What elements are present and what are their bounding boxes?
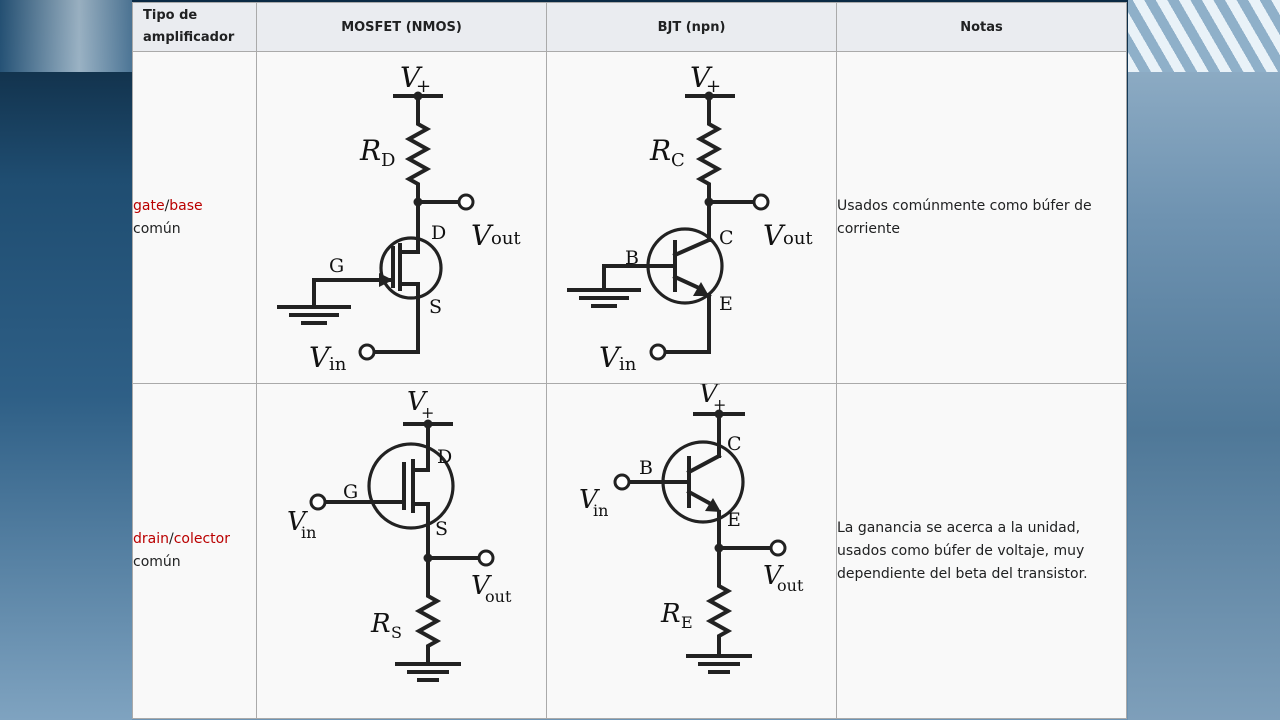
resistor-symbol: [695, 94, 723, 204]
supply-subscript: +: [416, 76, 431, 97]
pin-label-top: D: [437, 446, 452, 468]
pin-label-bottom: S: [429, 296, 442, 318]
type-separator: /: [164, 197, 170, 214]
resistor-symbol: [414, 556, 442, 666]
resistor-label: R: [660, 599, 681, 629]
resistor-symbol: [404, 94, 432, 204]
type-separator: /: [168, 531, 174, 547]
resistor-label: R: [359, 134, 381, 167]
input-subscript: in: [593, 501, 608, 520]
output-label: V: [763, 561, 784, 591]
mosfet-symbol: [379, 236, 443, 300]
supply-subscript: +: [713, 395, 726, 414]
pin-label-side: G: [343, 481, 358, 503]
pin-label-bottom: E: [727, 509, 741, 531]
pin-label-side: B: [639, 457, 653, 479]
common-drain-mosfet-diagram: V + D G S V in V: [256, 383, 547, 719]
supply-subscript: +: [706, 76, 721, 97]
input-subscript: in: [301, 523, 316, 542]
resistor-label: R: [370, 609, 391, 639]
pin-label-top: C: [727, 433, 742, 455]
input-label: V: [287, 507, 308, 537]
header-notes: Notas: [836, 2, 1127, 52]
input-subscript: in: [329, 354, 347, 375]
link-collector[interactable]: colector: [173, 531, 230, 547]
input-terminal: [358, 343, 376, 361]
type-common-text: común: [133, 554, 181, 570]
type-common-text: común: [133, 220, 181, 237]
pin-label-bottom: S: [435, 518, 448, 540]
input-subscript: in: [619, 354, 637, 375]
output-label: V: [471, 571, 492, 601]
table-row-common-drain-collector: drain/colector común V + D G: [132, 383, 1127, 719]
header-mosfet: MOSFET (NMOS): [256, 2, 547, 52]
output-subscript: out: [491, 228, 521, 249]
resistor-label: R: [649, 134, 671, 167]
common-base-bjt-diagram: V + R C V out: [546, 51, 837, 384]
header-amplifier-type: Tipo de amplificador: [132, 2, 257, 52]
output-label: V: [471, 219, 494, 252]
link-drain[interactable]: drain: [133, 531, 169, 547]
pin-label-top: C: [719, 227, 734, 249]
output-label: V: [763, 219, 786, 252]
common-gate-mosfet-diagram: V + R D V out: [256, 51, 547, 384]
output-terminal: [769, 539, 787, 557]
amplifier-type-cell: gate/base común: [132, 51, 257, 384]
input-terminal: [649, 343, 667, 361]
output-terminal: [752, 193, 770, 211]
table-row-common-gate-base: gate/base común V + R D V out: [132, 51, 1127, 384]
resistor-subscript: S: [391, 623, 402, 642]
input-terminal: [613, 473, 631, 491]
resistor-subscript: C: [671, 150, 685, 171]
resistor-subscript: D: [381, 150, 395, 171]
amplifier-type-cell: drain/colector común: [132, 383, 257, 719]
supply-label: V: [699, 384, 720, 409]
pin-label-side: B: [625, 247, 639, 269]
resistor-subscript: E: [681, 613, 693, 632]
pin-label-top: D: [431, 222, 446, 244]
amplifier-comparison-table: Tipo de amplificador MOSFET (NMOS) BJT (…: [132, 2, 1127, 719]
supply-label: V: [690, 61, 713, 94]
supply-subscript: +: [421, 403, 434, 422]
link-gate[interactable]: gate: [133, 197, 165, 214]
pin-label-side: G: [329, 255, 344, 277]
link-base[interactable]: base: [169, 197, 203, 214]
mosfet-symbol: [367, 442, 455, 530]
supply-label: V: [400, 61, 423, 94]
output-subscript: out: [777, 576, 804, 595]
output-terminal: [457, 193, 475, 211]
output-subscript: out: [485, 587, 512, 606]
background-left-panel: [0, 0, 132, 720]
input-label: V: [599, 341, 622, 374]
background-right-panel: [1128, 0, 1280, 720]
input-label: V: [309, 341, 332, 374]
output-subscript: out: [783, 228, 813, 249]
common-collector-bjt-diagram: V + C B E V in V: [546, 383, 837, 719]
notes-cell: La ganancia se acerca a la unidad, usado…: [836, 383, 1127, 719]
input-terminal: [309, 493, 327, 511]
header-row: Tipo de amplificador MOSFET (NMOS) BJT (…: [132, 2, 1127, 52]
input-label: V: [579, 485, 600, 515]
header-bjt: BJT (npn): [546, 2, 837, 52]
notes-cell: Usados comúnmente como búfer de corrient…: [836, 51, 1127, 384]
resistor-symbol: [705, 546, 733, 656]
supply-label: V: [407, 387, 428, 417]
output-terminal: [477, 549, 495, 567]
pin-label-bottom: E: [719, 293, 733, 315]
